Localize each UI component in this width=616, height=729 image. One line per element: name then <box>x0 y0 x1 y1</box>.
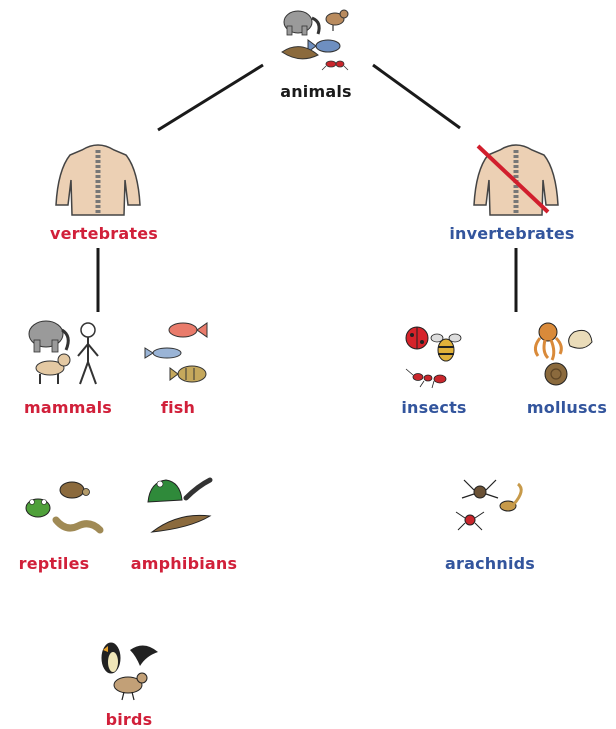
animals-group-icon <box>282 10 348 70</box>
node-label-insects: insects <box>401 398 466 417</box>
arachnids-icon <box>456 480 521 530</box>
reptiles-icon <box>26 482 100 530</box>
node-label-reptiles: reptiles <box>19 554 90 573</box>
spine-body-icon <box>56 145 140 215</box>
node-label-fish: fish <box>161 398 195 417</box>
node-label-mammals: mammals <box>24 398 112 417</box>
node-label-arachnids: arachnids <box>445 554 535 573</box>
molluscs-icon <box>535 323 592 385</box>
connector-root-vertebrates <box>158 65 263 130</box>
fish-icon <box>145 323 207 382</box>
node-label-vertebrates: vertebrates <box>50 224 158 243</box>
node-label-invertebrates: invertebrates <box>449 224 574 243</box>
node-label-amphibians: amphibians <box>131 554 237 573</box>
node-label-animals: animals <box>280 82 352 101</box>
node-label-birds: birds <box>106 710 153 729</box>
mammals-icon <box>29 321 98 384</box>
connector-root-invertebrates <box>373 65 460 128</box>
no-spine-body-icon <box>474 145 558 215</box>
amphibians-icon <box>148 480 210 532</box>
insects-icon <box>406 327 461 388</box>
node-label-molluscs: molluscs <box>527 398 607 417</box>
birds-icon <box>102 643 158 700</box>
